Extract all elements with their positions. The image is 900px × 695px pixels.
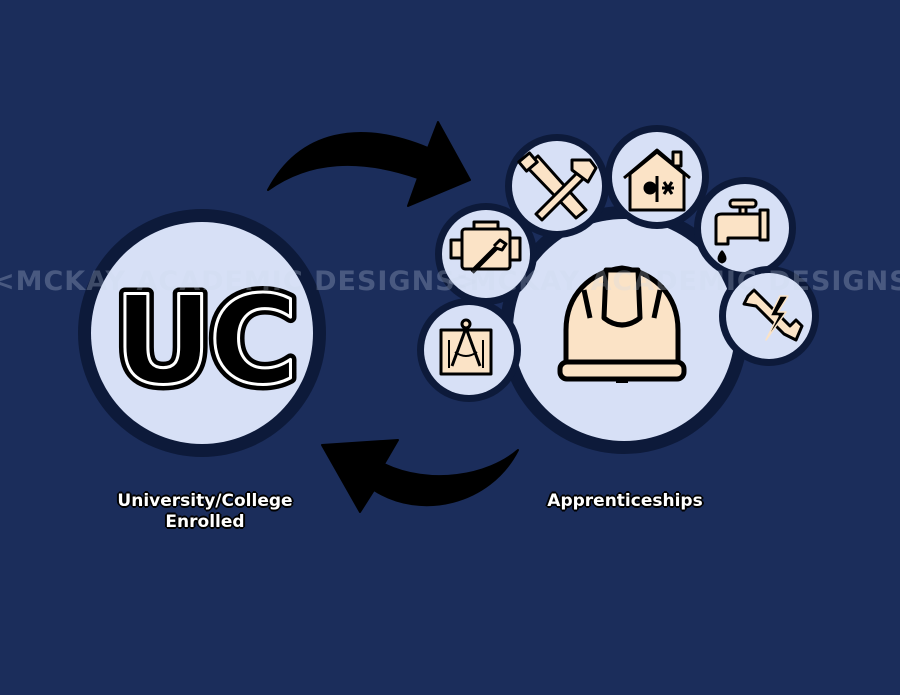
electric-wrench-icon — [742, 288, 804, 342]
apprenticeships-label: Apprenticeships — [547, 491, 703, 511]
drafting-circle — [417, 298, 521, 402]
plumbing-circle — [694, 177, 796, 279]
electrical-circle — [719, 266, 819, 366]
university-circle: UC UC — [78, 209, 326, 457]
engine-circle — [435, 203, 537, 305]
house-hvac-icon — [623, 148, 691, 212]
blueprint-compass-icon — [439, 318, 493, 376]
university-label: University/College Enrolled — [95, 491, 315, 533]
faucet-icon — [714, 198, 770, 264]
hard-hat-icon — [557, 265, 687, 383]
saw-hammer-icon — [517, 151, 598, 222]
hvac-circle — [605, 125, 709, 229]
university-label-line2: Enrolled — [165, 512, 245, 532]
tools-circle — [505, 134, 609, 238]
engine-wrench-icon — [449, 220, 522, 274]
arrow-to-university — [321, 439, 519, 513]
university-label-line1: University/College — [117, 491, 293, 511]
arrow-to-apprenticeships — [267, 121, 471, 207]
uc-monogram: UC — [114, 270, 295, 412]
uc-monogram-inner: UC — [114, 270, 295, 412]
